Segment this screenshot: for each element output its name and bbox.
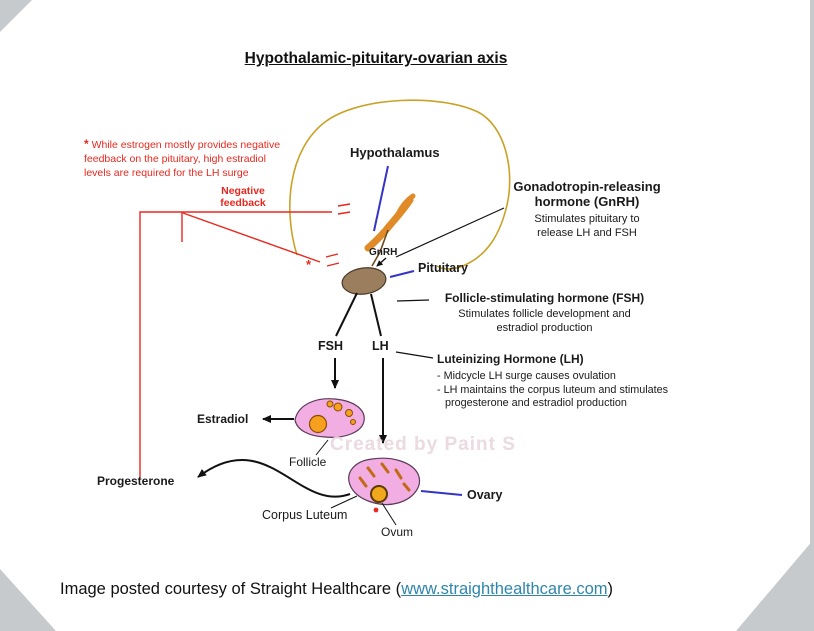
- caption-prefix: Image posted courtesy of Straight Health…: [60, 580, 402, 598]
- gnrh-annotation-title: Gonadotropin-releasing hormone (GnRH): [513, 179, 661, 209]
- ovum-label: Ovum: [381, 525, 414, 539]
- gnrh-annotation-desc: Stimulates pituitary to release LH and F…: [534, 213, 640, 239]
- negative-feedback-lines: [139, 203, 351, 478]
- follicle-shape: [294, 398, 365, 438]
- fsh-annotation: Follicle-stimulating hormone (FSH) Stimu…: [432, 291, 657, 335]
- pituitary-pointer-line: [389, 270, 415, 278]
- brain-outline: [289, 99, 511, 270]
- footnote-text: While estrogen mostly provides negative …: [84, 139, 281, 179]
- pituitary-feedback-asterisk: *: [306, 257, 312, 272]
- fsh-annotation-line: [396, 299, 430, 302]
- ovum-label-line: [381, 502, 397, 526]
- lh-annotation-title: Luteinizing Hormone (LH): [437, 352, 584, 366]
- lh-desc-line-2: - LH maintains the corpus luteum and sti…: [437, 383, 669, 396]
- lh-annotation: Luteinizing Hormone (LH) - Midcycle LH s…: [437, 352, 679, 411]
- fsh-label: FSH: [318, 339, 343, 353]
- ovum-shape: [370, 485, 388, 503]
- pituitary-to-fsh-line: [335, 292, 358, 337]
- pituitary-label: Pituitary: [418, 261, 469, 275]
- fsh-annotation-title: Follicle-stimulating hormone (FSH): [444, 291, 645, 305]
- straighthealthcare-link[interactable]: www.straighthealthcare.com: [401, 580, 608, 598]
- follicle-label: Follicle: [289, 455, 327, 469]
- edge-decoration-right: [810, 0, 814, 631]
- lh-desc-line-3: progesterone and estradiol production: [445, 397, 627, 409]
- gnrh-small-label: GnRH: [369, 247, 398, 258]
- page-title: Hypothalamic-pituitary-ovarian axis: [244, 50, 508, 67]
- footnote-asterisk: *: [84, 137, 89, 151]
- negative-feedback-label: Negative feedback: [220, 185, 266, 209]
- corpus-luteum-to-progesterone-arrow: [197, 458, 351, 498]
- progesterone-label: Progesterone: [97, 474, 175, 488]
- pituitary-shape: [341, 267, 387, 295]
- pointer-lines-blue: [373, 165, 463, 496]
- lh-label: LH: [372, 339, 389, 353]
- label-pointer-lines: [315, 439, 397, 526]
- lh-annotation-desc: - Midcycle LH surge causes ovulation - L…: [437, 370, 679, 411]
- gnrh-annotation: Gonadotropin-releasing hormone (GnRH) St…: [504, 179, 670, 240]
- ovary-label: Ovary: [467, 488, 503, 502]
- hormone-flow-arrows: [197, 292, 387, 498]
- watermark-text: Created by Paint S: [330, 434, 516, 455]
- lh-annotation-line: [395, 351, 434, 359]
- estradiol-label: Estradiol: [197, 412, 249, 426]
- fsh-annotation-desc: Stimulates follicle development and estr…: [458, 308, 631, 334]
- corpus-luteum-label-line: [330, 495, 358, 509]
- follicle-label-line: [315, 439, 329, 456]
- gnrh-annotation-line: [395, 207, 505, 258]
- hypothalamus-shape: [364, 193, 416, 267]
- hypothalamus-pointer-line: [373, 165, 389, 232]
- ovary-pointer-line: [420, 490, 463, 496]
- lh-desc-line-1: - Midcycle LH surge causes ovulation: [437, 370, 616, 382]
- corpus-luteum-label: Corpus Luteum: [262, 508, 348, 522]
- corpus-luteum-shape: [348, 457, 420, 513]
- hypothalamus-label: Hypothalamus: [350, 145, 440, 160]
- annotation-connectors: [395, 207, 505, 359]
- infundibulum-stalk: [371, 229, 389, 267]
- estrogen-feedback-footnote: * While estrogen mostly provides negativ…: [84, 137, 286, 180]
- image-credit-caption: Image posted courtesy of Straight Health…: [60, 580, 613, 599]
- pituitary-to-lh-line: [370, 293, 382, 337]
- red-dot: [373, 507, 379, 513]
- caption-suffix: ): [607, 580, 614, 598]
- gnrh-arrow: [376, 257, 387, 267]
